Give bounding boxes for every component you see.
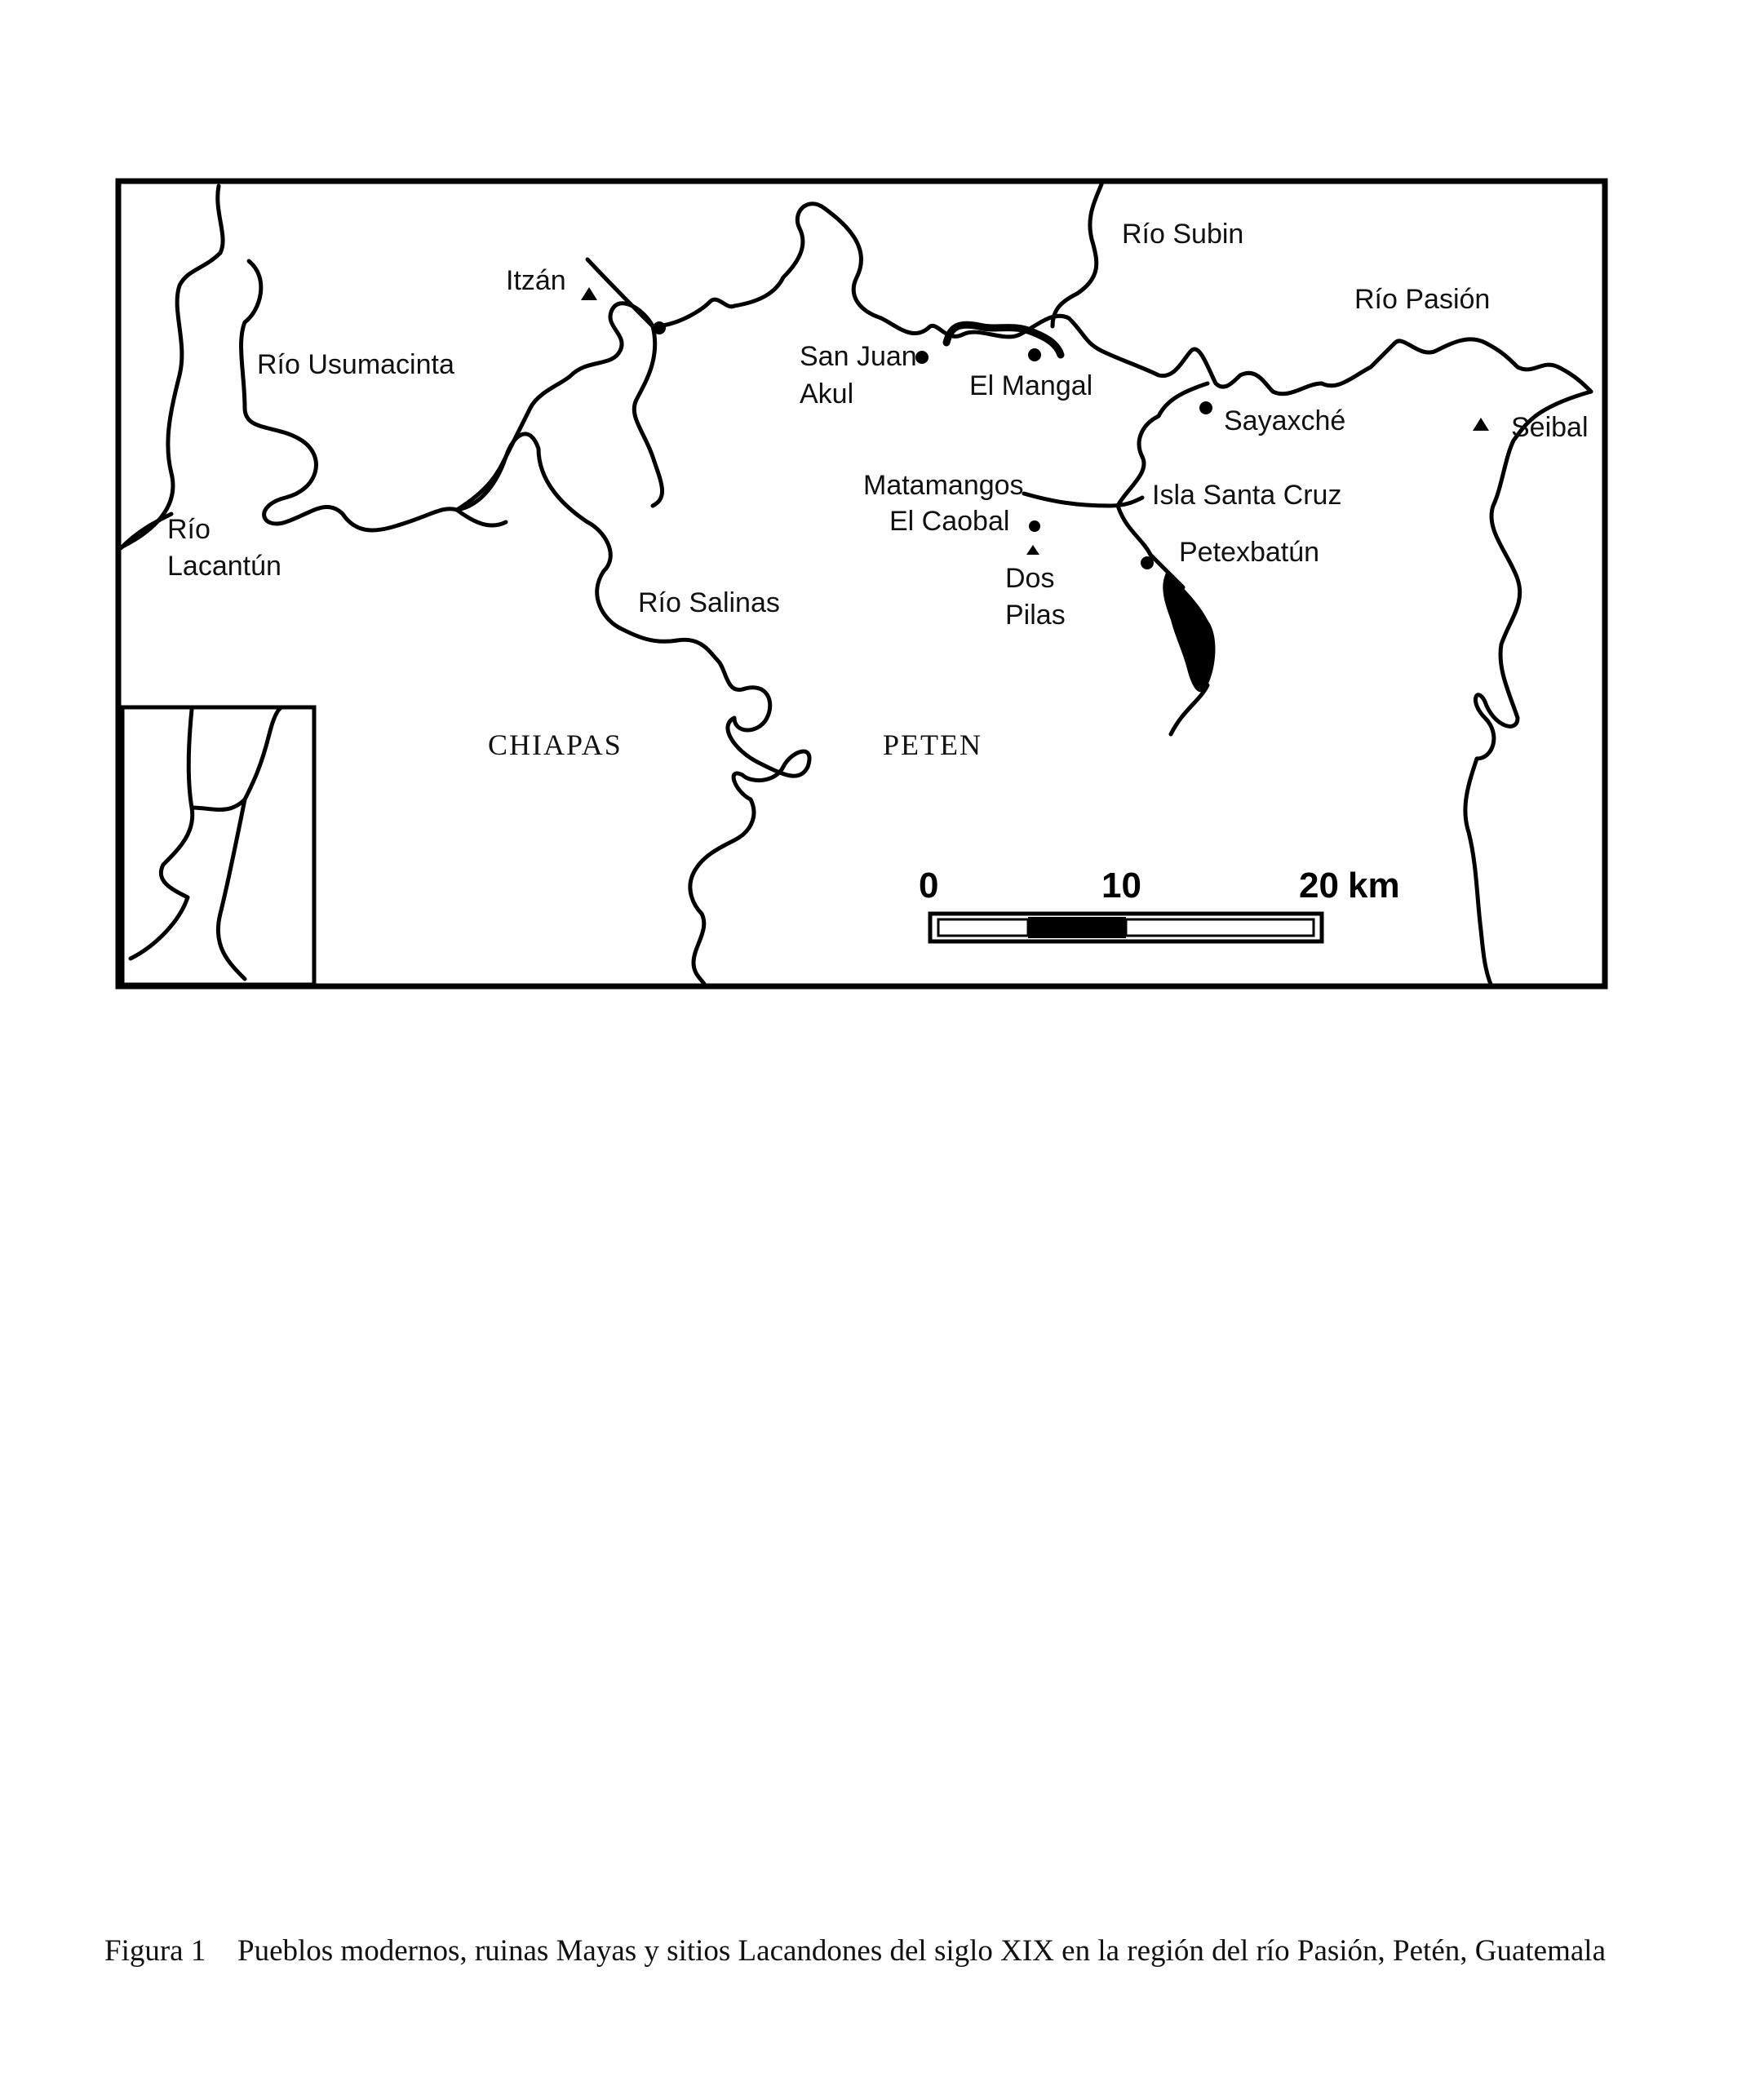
label-petexbatun: Petexbatún: [1179, 537, 1319, 568]
label-dos-pilas-1: Dos: [1005, 563, 1054, 594]
triangle-icon: [1473, 418, 1489, 431]
label-peten: PETEN: [883, 728, 982, 761]
triangle-icon: [1026, 545, 1039, 555]
river-petexbatun-south: [1168, 683, 1210, 737]
dot-icon: [653, 321, 666, 334]
label-rio-salinas: Río Salinas: [638, 587, 780, 618]
label-rio-pasion: Río Pasión: [1354, 284, 1490, 315]
scale-tick-0: 0: [919, 866, 938, 906]
map-frame: [115, 178, 1608, 990]
label-rio-lacantun-1: Río: [167, 514, 211, 545]
label-itzan: Itzán: [506, 265, 566, 296]
river-itzan-feeder: [585, 257, 655, 329]
triangle-icon: [581, 287, 597, 300]
scale-bar-white-2: [1124, 918, 1315, 937]
inset-frame: [120, 705, 317, 987]
dot-icon: [915, 351, 929, 364]
label-san-juan-1: San Juan: [800, 341, 917, 372]
label-rio-subin: Río Subin: [1122, 219, 1243, 250]
river-el-mangal-segment: [942, 321, 1065, 359]
label-matamangos: Matamangos: [863, 470, 1024, 501]
river-usumacinta-main: [239, 259, 623, 631]
label-chiapas: CHIAPAS: [488, 728, 623, 761]
dot-icon: [1029, 520, 1040, 532]
dot-icon: [1199, 401, 1212, 414]
river-matamangos: [1022, 491, 1145, 508]
river-usumacinta: [120, 184, 225, 549]
label-rio-lacantun-2: Lacantún: [167, 551, 281, 582]
label-isla-santa-cruz: Isla Santa Cruz: [1152, 480, 1341, 511]
dot-icon: [1141, 556, 1154, 569]
lake-petexbatun: [1163, 571, 1216, 693]
scale-tick-20: 20: [1299, 866, 1339, 906]
river-petexbatun: [1115, 381, 1210, 590]
scale-bar-white-1: [937, 918, 1030, 937]
label-el-mangal: El Mangal: [969, 370, 1093, 401]
scale-tick-10: 10: [1101, 866, 1141, 906]
river-salinas: [618, 626, 812, 989]
river-subin: [1050, 182, 1104, 329]
label-san-juan-2: Akul: [800, 379, 853, 410]
dot-icon: [1028, 348, 1041, 361]
figure-caption-text: Pueblos modernos, ruinas Mayas y sitios …: [237, 1934, 1606, 1968]
river-lacantun: [118, 511, 174, 551]
scale-bar-black: [1028, 917, 1126, 938]
river-east: [1463, 389, 1593, 989]
river-usumacinta-loops: [454, 507, 508, 528]
inset-map-outline: [128, 705, 284, 981]
river-itzan-branch: [454, 301, 665, 512]
scale-bar: 0 10 20 km: [919, 866, 1400, 944]
label-dos-pilas-2: Pilas: [1005, 600, 1066, 631]
label-el-caobal: El Caobal: [889, 506, 1009, 537]
label-rio-usumacinta: Río Usumacinta: [257, 349, 454, 380]
scale-unit: km: [1348, 866, 1400, 906]
figure-number: Figura 1: [104, 1934, 206, 1968]
label-sayaxche: Sayaxché: [1224, 405, 1345, 436]
river-pasion: [650, 201, 1593, 396]
label-seibal: Seibal: [1511, 412, 1589, 443]
